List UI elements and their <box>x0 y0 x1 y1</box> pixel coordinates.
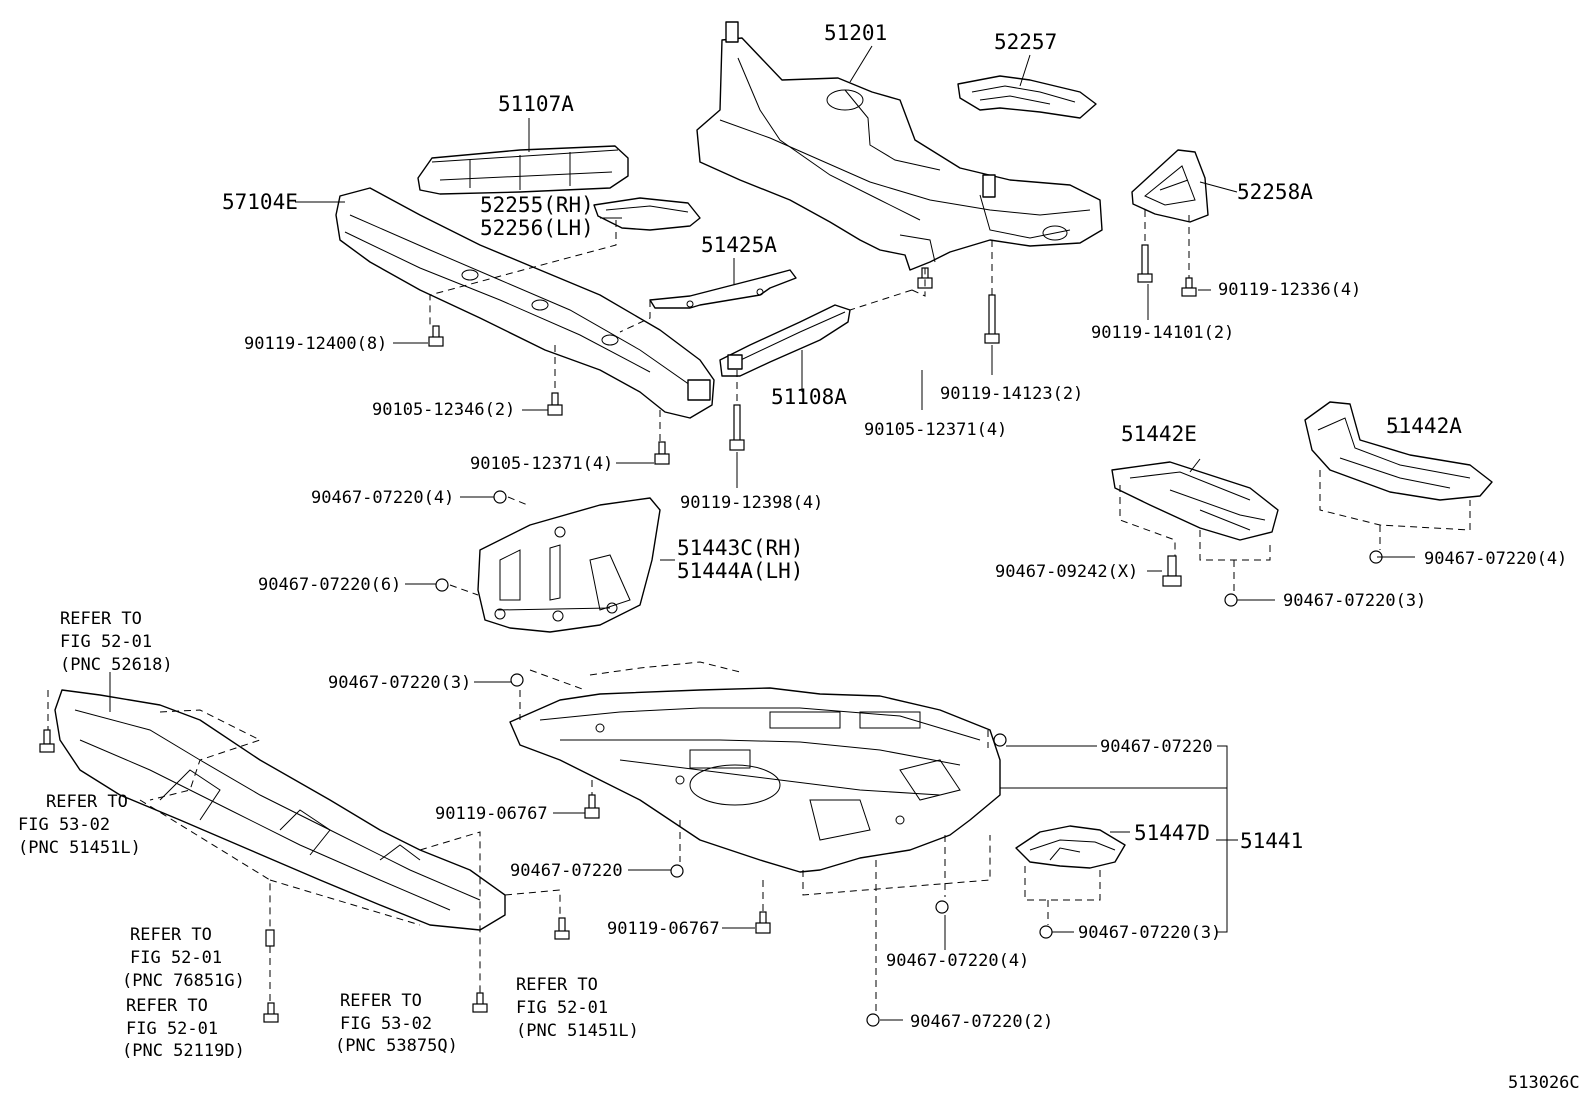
label-90105-12371-left: 90105-12371(4) <box>470 454 613 474</box>
beam-57104E <box>335 187 715 419</box>
side-cover-51443C-51444A <box>477 497 661 633</box>
plate-52255-52256 <box>593 197 701 231</box>
refer-labels: REFER TO FIG 52-01 (PNC 52618) REFER TO … <box>18 609 639 1061</box>
label-90105-12346: 90105-12346(2) <box>372 400 515 420</box>
label-51444A-lh: 51444A(LH) <box>677 559 803 583</box>
refer-6-line2: FIG 52-01 <box>516 998 608 1018</box>
label-90467-07220-a: 90467-07220 <box>1100 737 1213 757</box>
label-90467-07220-2: 90467-07220(2) <box>910 1012 1053 1032</box>
refer-6-line1: REFER TO <box>516 975 598 995</box>
refer-4-line2: FIG 52-01 <box>126 1019 218 1039</box>
label-51442A: 51442A <box>1386 414 1462 438</box>
refer-1-line3: (PNC 52618) <box>60 655 173 675</box>
label-90119-06767-b: 90119-06767 <box>607 919 720 939</box>
refer-2-line2: FIG 53-02 <box>18 815 110 835</box>
refer-5-line1: REFER TO <box>340 991 422 1011</box>
label-90119-12400: 90119-12400(8) <box>244 334 387 354</box>
bracket-51108A <box>719 304 851 377</box>
label-90467-09242: 90467-09242(X) <box>995 562 1138 582</box>
dashed-guides <box>47 210 1471 1012</box>
label-90119-14101: 90119-14101(2) <box>1091 323 1234 343</box>
bracket-51107A <box>417 145 629 195</box>
refer-3-line3: (PNC 76851G) <box>122 971 245 991</box>
diagram-id: 513026C <box>1508 1073 1580 1093</box>
refer-3-line2: FIG 52-01 <box>130 948 222 968</box>
bar-51425A <box>649 269 797 309</box>
part-labels: 51201 52257 51107A 57104E 52255(RH) 5225… <box>222 21 1462 853</box>
label-52256-lh: 52256(LH) <box>480 216 594 240</box>
cover-51447D <box>1015 825 1126 869</box>
label-90119-14123: 90119-14123(2) <box>940 384 1083 404</box>
cover-51442E <box>1111 461 1279 541</box>
refer-1-line2: FIG 52-01 <box>60 632 152 652</box>
label-90467-07220-3-mid: 90467-07220(3) <box>328 673 471 693</box>
front-undercover <box>54 689 506 931</box>
label-90119-12336: 90119-12336(4) <box>1218 280 1361 300</box>
label-52257: 52257 <box>994 30 1057 54</box>
label-90105-12371-right: 90105-12371(4) <box>864 420 1007 440</box>
label-52255-rh: 52255(RH) <box>480 193 594 217</box>
label-51442E: 51442E <box>1121 422 1197 446</box>
refer-4-line3: (PNC 52119D) <box>122 1041 245 1061</box>
label-90467-07220-3-bottom: 90467-07220(3) <box>1078 923 1221 943</box>
refer-1-line1: REFER TO <box>60 609 142 629</box>
label-51447D: 51447D <box>1134 821 1210 845</box>
refer-4-line1: REFER TO <box>126 996 208 1016</box>
label-90467-07220-4-right: 90467-07220(4) <box>1424 549 1567 569</box>
refer-3-line1: REFER TO <box>130 925 212 945</box>
refer-6-line3: (PNC 51451L) <box>516 1021 639 1041</box>
fasteners <box>39 244 1383 1027</box>
plate-52257 <box>957 75 1097 119</box>
label-51108A: 51108A <box>771 385 847 409</box>
refer-2-line1: REFER TO <box>46 792 128 812</box>
engine-undercover-51441 <box>509 687 1001 873</box>
label-51441: 51441 <box>1240 829 1303 853</box>
label-52258A: 52258A <box>1237 180 1313 204</box>
label-90467-07220-4-top: 90467-07220(4) <box>311 488 454 508</box>
label-57104E: 57104E <box>222 190 298 214</box>
refer-5-line2: FIG 53-02 <box>340 1014 432 1034</box>
refer-5-line3: (PNC 53875Q) <box>335 1036 458 1056</box>
label-90119-06767-a: 90119-06767 <box>435 804 548 824</box>
refer-2-line3: (PNC 51451L) <box>18 838 141 858</box>
label-51201: 51201 <box>824 21 887 45</box>
suspension-member-51201 <box>696 21 1103 271</box>
label-51107A: 51107A <box>498 92 574 116</box>
label-90467-07220-4-bottom: 90467-07220(4) <box>886 951 1029 971</box>
fastener-labels: 90119-12336(4) 90119-14101(2) 90119-1240… <box>244 280 1567 1032</box>
label-90467-07220-6: 90467-07220(6) <box>258 575 401 595</box>
label-90467-07220-3-right: 90467-07220(3) <box>1283 591 1426 611</box>
label-90467-07220-b: 90467-07220 <box>510 861 623 881</box>
cover-51442A <box>1304 401 1493 501</box>
label-90119-12398: 90119-12398(4) <box>680 493 823 513</box>
label-51425A: 51425A <box>701 233 777 257</box>
bracket-52258A <box>1131 149 1209 223</box>
leader-lines <box>109 45 1415 1021</box>
label-51443C-rh: 51443C(RH) <box>677 536 803 560</box>
